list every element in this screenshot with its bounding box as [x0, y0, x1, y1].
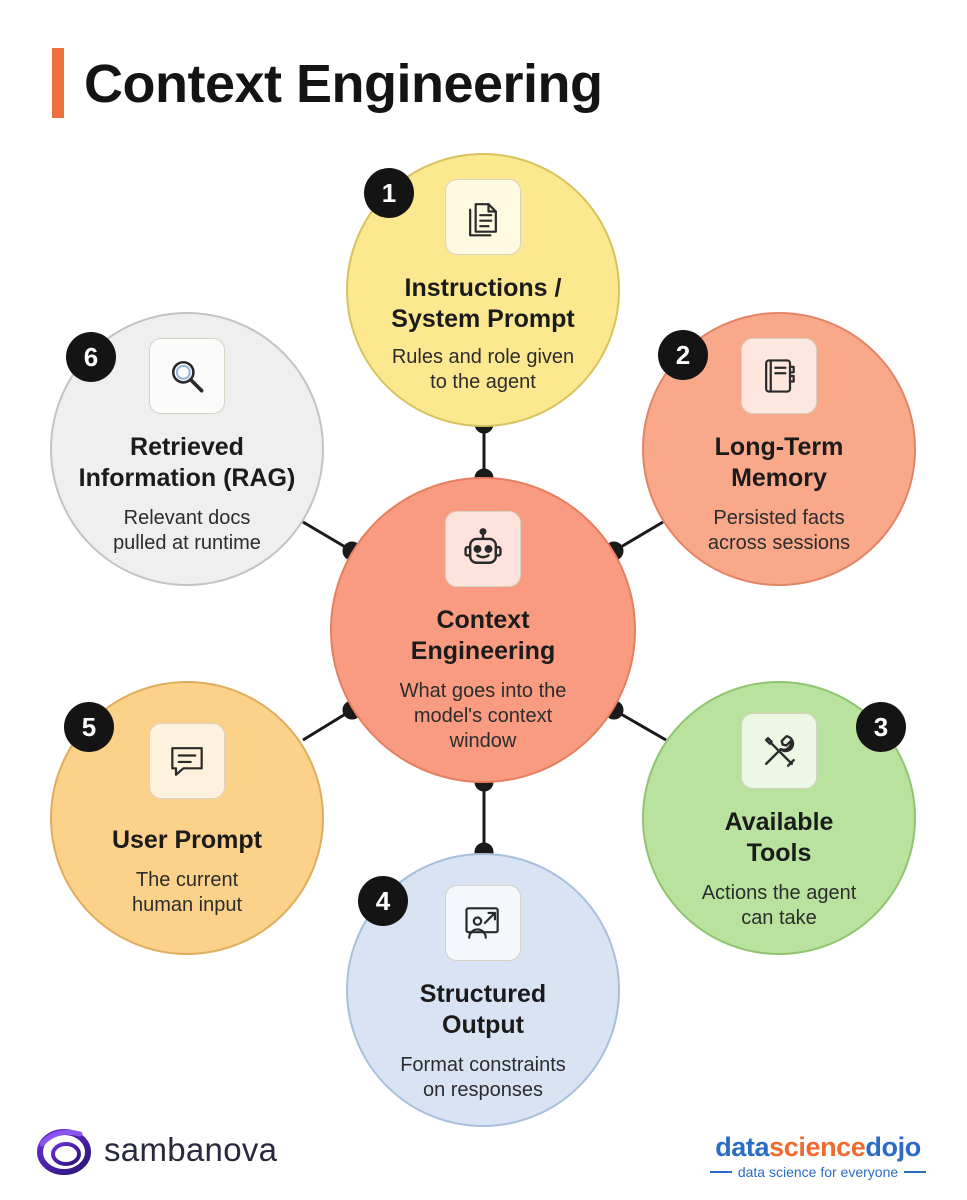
node-icon-box: [445, 179, 521, 255]
node-icon-box: [149, 723, 225, 799]
notebook-icon: [765, 359, 795, 393]
search-icon: [171, 360, 204, 393]
node-title: Instructions / System Prompt: [391, 274, 575, 333]
number-badge: 6: [66, 332, 116, 382]
tagline-line: [709, 1171, 732, 1173]
presentation-icon: [465, 907, 499, 939]
sambanova-mark-icon: [37, 1129, 91, 1175]
center-title: Context Engineering: [410, 606, 556, 665]
node-title: Retrieved Information (RAG): [78, 433, 296, 492]
node-title: Structured Output: [419, 980, 547, 1039]
node-description: Rules and role given to the agent: [391, 346, 575, 393]
node-icon-box: [741, 713, 817, 789]
node-available-tools: Available Tools Actions the agent can ta…: [642, 681, 916, 955]
node-title: Available Tools: [724, 808, 834, 867]
node-description: Actions the agent can take: [701, 882, 857, 929]
sambanova-wordmark: sambanova: [104, 1131, 278, 1168]
number-badge: 2: [658, 330, 708, 380]
datasciencedojo-tagline: data science for everyone: [737, 1164, 899, 1180]
number-badge: 3: [856, 702, 906, 752]
node-description: Format constraints on responses: [400, 1054, 566, 1101]
sambanova-logo: sambanova: [36, 1124, 277, 1176]
node-description: Persisted facts across sessions: [707, 507, 851, 554]
tagline-line: [904, 1171, 927, 1173]
center-node: Context Engineering What goes into the m…: [330, 477, 636, 783]
datasciencedojo-wordmark: datasciencedojo: [715, 1132, 921, 1162]
tagline-row: data science for everyone: [706, 1164, 930, 1180]
node-title: Long-Term Memory: [714, 433, 844, 492]
number-badge: 5: [64, 702, 114, 752]
document-icon: [469, 203, 497, 237]
node-icon-box: [445, 885, 521, 961]
number-badge: 1: [364, 168, 414, 218]
datasciencedojo-logo: datasciencedojo data science for everyon…: [706, 1132, 930, 1180]
node-icon-box: [149, 338, 225, 414]
node-description: Relevant docs pulled at runtime: [113, 507, 261, 554]
robot-icon: [464, 528, 502, 564]
number-badge: 4: [358, 876, 408, 926]
node-user-prompt: User Prompt The current human input: [50, 681, 324, 955]
title-accent-bar: [52, 48, 64, 118]
chat-icon: [171, 747, 203, 776]
node-title: User Prompt: [111, 826, 263, 854]
center-description: What goes into the model's context windo…: [399, 680, 567, 752]
node-description: The current human input: [131, 869, 243, 916]
tools-icon: [764, 735, 795, 767]
center-icon-box: [445, 511, 521, 587]
node-icon-box: [741, 338, 817, 414]
page-title: Context Engineering: [84, 54, 603, 114]
